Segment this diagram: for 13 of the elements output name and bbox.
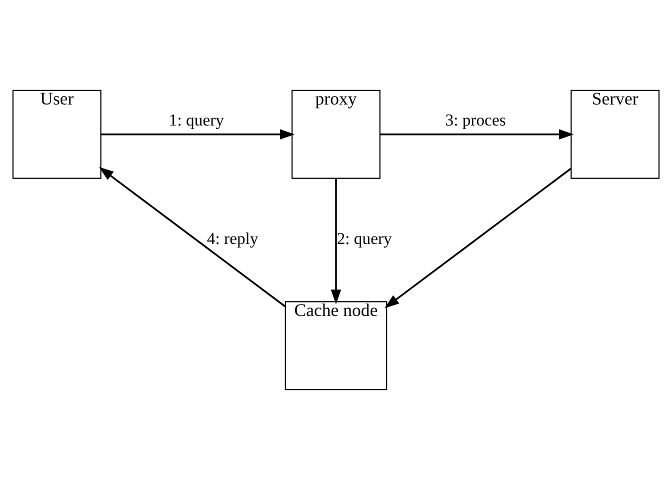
node-box: proxy xyxy=(292,90,380,179)
node-box: Cache node xyxy=(284,301,388,390)
node-box: User xyxy=(12,90,102,179)
arrow xyxy=(380,129,574,140)
edge-label: 3: proces xyxy=(445,110,506,130)
edge-label: 2: query xyxy=(336,228,392,248)
edge-label: 1: query xyxy=(168,110,224,130)
arrow xyxy=(330,178,342,304)
edge-label: 4: reply xyxy=(206,228,258,248)
arrow xyxy=(98,167,286,308)
arrow xyxy=(101,129,295,140)
node-box: Server xyxy=(570,90,660,179)
arrow xyxy=(384,168,572,308)
